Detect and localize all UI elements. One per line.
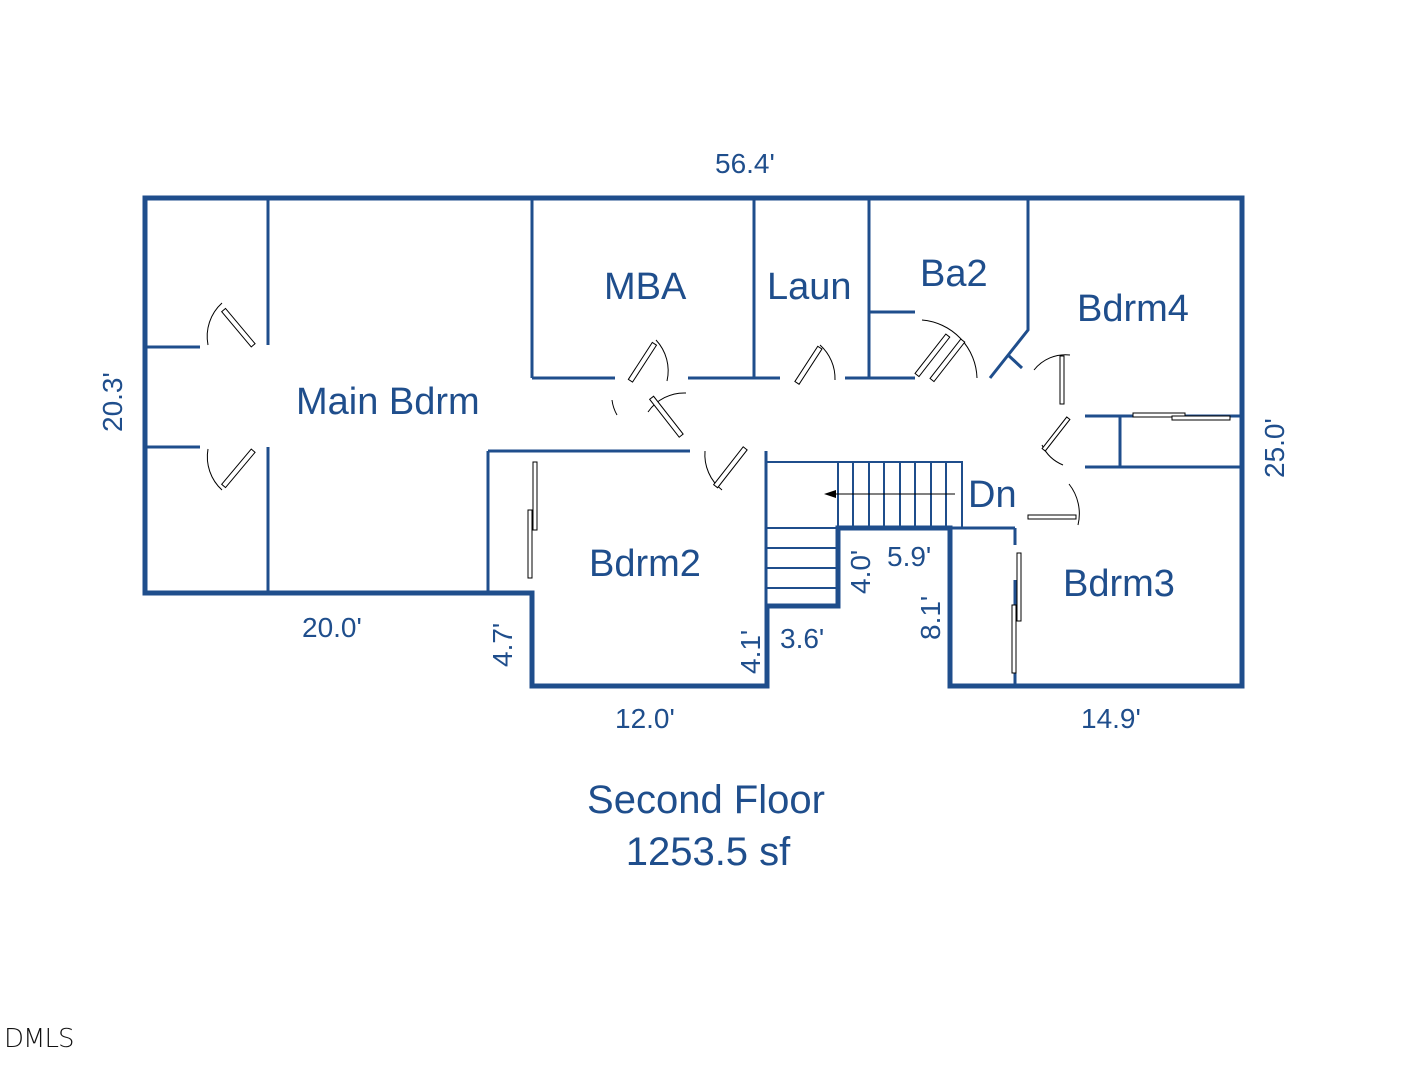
dimension-bottom-left: 20.0': [302, 612, 362, 643]
stairs-label: Dn: [968, 474, 1017, 516]
dimension-right: 25.0': [1259, 418, 1290, 478]
floor-title: Second Floor: [587, 778, 825, 822]
room-label-bdrm4: Bdrm4: [1077, 288, 1189, 330]
room-label-main-bdrm: Main Bdrm: [296, 381, 480, 423]
dimension-left: 20.3': [97, 372, 128, 432]
dimension-bdrm3-bottom: 14.9': [1081, 703, 1141, 734]
dimension-bdrm2-bottom: 12.0': [615, 703, 675, 734]
room-label-ba2: Ba2: [920, 253, 988, 295]
room-label-bdrm3: Bdrm3: [1063, 563, 1175, 605]
room-label-laun: Laun: [767, 266, 852, 308]
dimension-top: 56.4': [715, 148, 775, 179]
watermark: DMLS: [4, 1024, 73, 1054]
dimension-bdrm2-right: 4.1': [735, 630, 766, 674]
dimension-stair-width: 3.6': [780, 623, 824, 654]
dimension-stair-height: 4.0': [845, 550, 876, 594]
dimension-bdrm3-left: 8.1': [915, 596, 946, 640]
doors: [206, 302, 1231, 674]
dimension-step-left: 4.7': [487, 623, 518, 667]
floor-area: 1253.5 sf: [626, 830, 791, 874]
dimension-stair-top: 5.9': [887, 541, 931, 572]
room-label-bdrm2: Bdrm2: [589, 543, 701, 585]
staircase: [765, 461, 963, 606]
room-label-mba: MBA: [604, 266, 687, 308]
